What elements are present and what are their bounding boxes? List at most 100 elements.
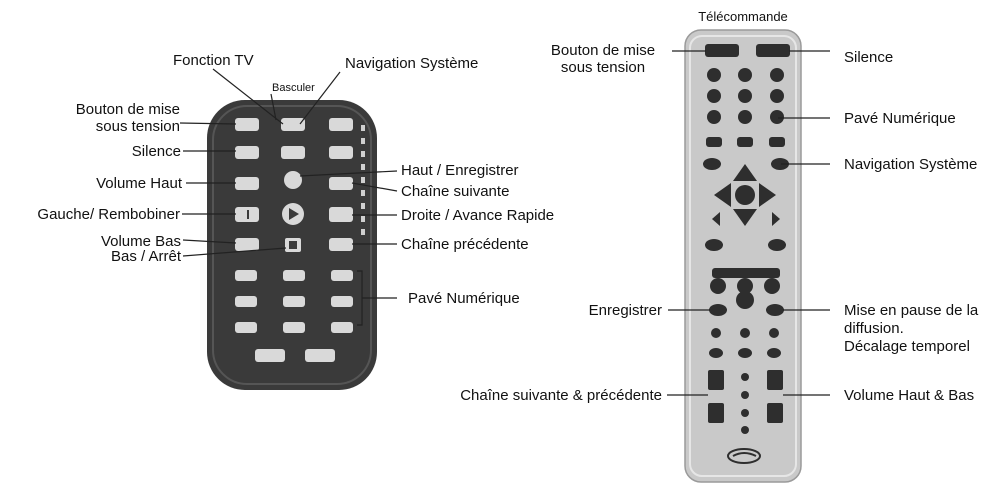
large-ok-button[interactable] <box>735 185 755 205</box>
small-rewind-icon <box>247 210 249 219</box>
label-power-large-1: Bouton de mise <box>551 42 655 59</box>
large-channel-up-button[interactable] <box>708 370 724 390</box>
large-key[interactable] <box>706 137 722 147</box>
large-key[interactable] <box>770 110 784 124</box>
small-key[interactable] <box>283 296 305 307</box>
large-play-button[interactable] <box>737 278 753 294</box>
small-key[interactable] <box>331 322 353 333</box>
small-key[interactable] <box>331 270 353 281</box>
label-enregistrer: Enregistrer <box>589 302 662 319</box>
label-volume-haut: Volume Haut <box>96 175 183 192</box>
small-navigation-button[interactable] <box>329 118 353 131</box>
large-down-arrow[interactable] <box>733 209 757 226</box>
large-small-key[interactable] <box>711 328 721 338</box>
large-center-key[interactable] <box>741 409 749 417</box>
large-mid-left-button[interactable] <box>705 239 723 251</box>
large-record-button[interactable] <box>709 304 727 316</box>
large-key[interactable] <box>770 68 784 82</box>
large-left-arrow[interactable] <box>714 183 731 207</box>
large-key[interactable] <box>770 89 784 103</box>
small-remote-rim <box>212 105 372 385</box>
small-extra-button[interactable] <box>329 146 353 159</box>
small-volume-down-button[interactable] <box>235 238 259 251</box>
large-side-left-button[interactable] <box>703 158 721 170</box>
large-diag-right-button[interactable] <box>772 212 780 226</box>
large-side-right-button[interactable] <box>771 158 789 170</box>
label-pause-2: diffusion. <box>844 320 904 337</box>
label-silence-large: Silence <box>844 49 893 66</box>
small-right-forward-button[interactable] <box>329 207 353 222</box>
large-key[interactable] <box>707 68 721 82</box>
large-small-key[interactable] <box>738 348 752 358</box>
label-droite-avance: Droite / Avance Rapide <box>401 207 554 224</box>
small-key[interactable] <box>255 349 285 362</box>
label-power-small-1: Bouton de mise <box>76 101 180 118</box>
large-key[interactable] <box>737 137 753 147</box>
small-up-record-button[interactable] <box>284 171 302 189</box>
small-key[interactable] <box>235 322 257 333</box>
small-numeric-pad <box>235 270 353 362</box>
large-remote <box>684 29 802 483</box>
label-bas-arret: Bas / Arrêt <box>111 248 182 265</box>
label-power-large-2: sous tension <box>561 59 645 76</box>
large-numeric-pad <box>706 68 785 147</box>
large-mute-button[interactable] <box>756 44 790 57</box>
small-mute-button[interactable] <box>235 146 259 159</box>
large-center-key[interactable] <box>741 426 749 434</box>
label-pave-large: Pavé Numérique <box>844 110 956 127</box>
large-transport-strip <box>712 268 780 278</box>
large-pause-button[interactable] <box>766 304 784 316</box>
small-key[interactable] <box>331 296 353 307</box>
large-small-key[interactable] <box>709 348 723 358</box>
large-small-key[interactable] <box>767 348 781 358</box>
small-key[interactable] <box>283 322 305 333</box>
small-key[interactable] <box>235 296 257 307</box>
small-tv-function-button[interactable] <box>281 118 305 131</box>
label-pause-3: Décalage temporel <box>844 338 970 355</box>
large-volume-up-button[interactable] <box>767 370 783 390</box>
label-chaine-suivante-precedente: Chaîne suivante & précédente <box>460 387 662 404</box>
large-key[interactable] <box>707 110 721 124</box>
large-key[interactable] <box>738 68 752 82</box>
small-key[interactable] <box>235 270 257 281</box>
small-channel-up-button[interactable] <box>329 177 353 190</box>
large-small-key[interactable] <box>769 328 779 338</box>
label-power-small-2: sous tension <box>96 118 180 135</box>
large-key[interactable] <box>769 137 785 147</box>
small-remote-leaders <box>179 68 398 326</box>
label-navigation-large: Navigation Système <box>844 156 977 173</box>
label-volume-bas: Volume Bas <box>101 233 181 250</box>
small-power-button[interactable] <box>235 118 259 131</box>
label-chaine-precedente: Chaîne précédente <box>401 236 529 253</box>
large-rewind-button[interactable] <box>710 278 726 294</box>
large-power-button[interactable] <box>705 44 739 57</box>
brand-logo-swoosh <box>732 452 757 457</box>
large-channel-down-button[interactable] <box>708 403 724 423</box>
small-key[interactable] <box>305 349 335 362</box>
label-gauche-rembobiner: Gauche/ Rembobiner <box>37 206 180 223</box>
large-center-key[interactable] <box>741 391 749 399</box>
large-volume-down-button[interactable] <box>767 403 783 423</box>
label-navigation-small: Navigation Système <box>345 55 478 72</box>
label-pause-1: Mise en pause de la <box>844 302 979 319</box>
large-key[interactable] <box>707 89 721 103</box>
small-key[interactable] <box>283 270 305 281</box>
large-stop-button[interactable] <box>736 291 754 309</box>
large-key[interactable] <box>738 89 752 103</box>
large-center-key[interactable] <box>741 373 749 381</box>
label-silence-small: Silence <box>132 143 181 160</box>
brand-logo <box>727 448 761 464</box>
large-mid-right-button[interactable] <box>768 239 786 251</box>
large-up-arrow[interactable] <box>733 164 757 181</box>
large-right-arrow[interactable] <box>759 183 776 207</box>
small-toggle-button[interactable] <box>281 146 305 159</box>
large-forward-button[interactable] <box>764 278 780 294</box>
small-volume-up-button[interactable] <box>235 177 259 190</box>
large-small-key[interactable] <box>740 328 750 338</box>
label-basculer: Basculer <box>272 82 315 94</box>
large-key[interactable] <box>738 110 752 124</box>
small-remote <box>207 100 377 390</box>
small-channel-down-button[interactable] <box>329 238 353 251</box>
large-diag-left-button[interactable] <box>712 212 720 226</box>
